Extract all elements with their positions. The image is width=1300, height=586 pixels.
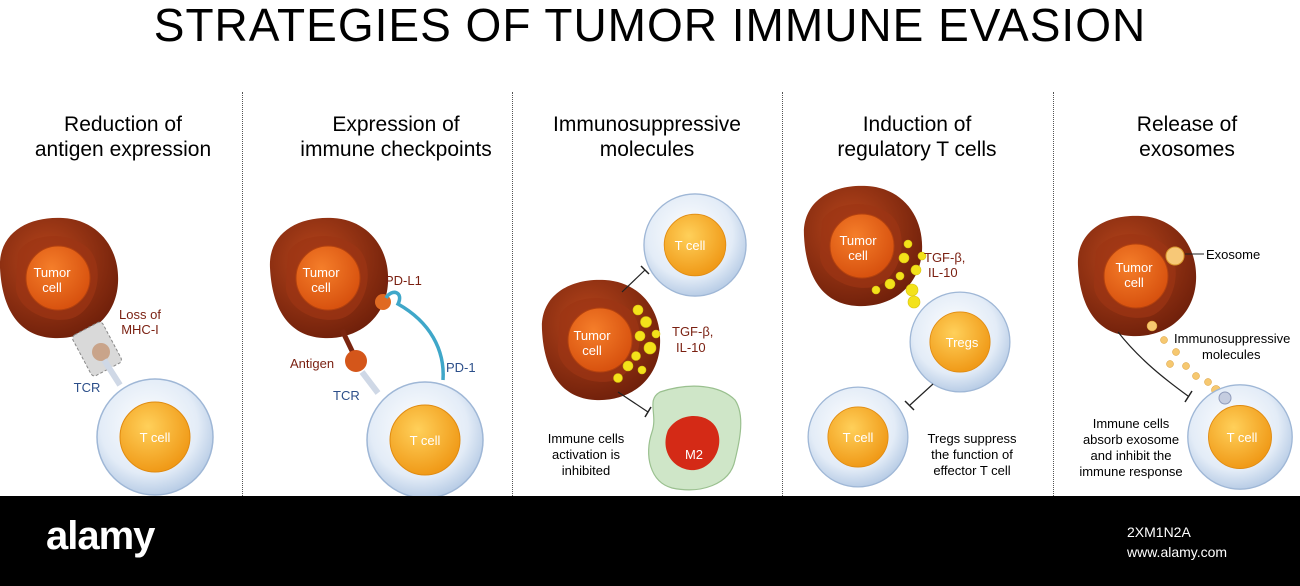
inhibition-arrow (909, 383, 934, 406)
site-url: www.alamy.com (1127, 544, 1228, 560)
activation-note: Immune cells (548, 431, 625, 446)
activation-note: inhibited (562, 463, 610, 478)
panel-divider (782, 92, 783, 496)
tcr-receptor (101, 358, 123, 387)
absorb-note: absorb exosome (1083, 432, 1179, 447)
panel-regulatory-t-cells: Tumor cell Tregs T cell TGF-β, IL-10 Tre… (803, 185, 1017, 488)
pdl1-label: PD-L1 (385, 273, 422, 288)
absorb-note: Immune cells (1093, 416, 1170, 431)
panel-divider (1053, 92, 1054, 496)
absorb-note: immune response (1079, 464, 1182, 479)
inhibition-arrow (617, 391, 649, 413)
inhibition-arrow (621, 269, 646, 293)
exosome-label: Exosome (1206, 247, 1260, 262)
watermark-footer: alamy 2XM1N2A www.alamy.com (0, 496, 1300, 586)
panel-exosomes: Tumor cell T cell Exosome Immunosuppress… (1077, 215, 1293, 490)
loss-mhc-label: MHC-I (121, 322, 159, 337)
tregs-note: the function of (931, 447, 1013, 462)
panel-antigen-reduction: Tumor cell T cell Loss of MHC-I TCR (0, 217, 214, 496)
inhibition-bar (640, 265, 650, 275)
panel-divider (512, 92, 513, 496)
tumor-cell-label: cell (1124, 275, 1144, 290)
t-cell-label: T cell (675, 238, 706, 253)
tgf-label: TGF-β, (924, 250, 965, 265)
cytokine-dots (613, 304, 661, 383)
tumor-cell-label: cell (311, 280, 331, 295)
tumor-cell-label: Tumor (1115, 260, 1153, 275)
tumor-cell-label: Tumor (573, 328, 611, 343)
tcr-label: TCR (333, 388, 360, 403)
tregs-cell-label: Tregs (946, 335, 979, 350)
panel-immunosuppressive-molecules: T cell Tumor cell M2 TGF-β, IL-10 Immune… (541, 193, 747, 491)
tumor-cell-label: cell (42, 280, 62, 295)
t-cell-label: T cell (140, 430, 171, 445)
cytokine-dots (871, 239, 927, 309)
il10-label: IL-10 (928, 265, 958, 280)
tcr-label: TCR (74, 380, 101, 395)
m2-label: M2 (685, 447, 703, 462)
panel-divider (242, 92, 243, 496)
immunosuppressive-label: molecules (1202, 347, 1261, 362)
image-id: 2XM1N2A www.alamy.com (1127, 522, 1227, 562)
t-cell-label: T cell (1227, 430, 1258, 445)
image-id-code: 2XM1N2A (1127, 524, 1191, 540)
il10-label: IL-10 (676, 340, 706, 355)
activation-note: activation is (552, 447, 620, 462)
tumor-cell-label: Tumor (839, 233, 877, 248)
inhibition-bar (1184, 390, 1193, 403)
panel-heading-antigen-reduction: Reduction of antigen expression (34, 113, 212, 161)
tumor-cell-label: cell (848, 248, 868, 263)
tumor-cell-label: Tumor (33, 265, 71, 280)
brand-logo: alamy (46, 514, 155, 558)
tregs-note: Tregs suppress (927, 431, 1017, 446)
inhibition-bar (644, 406, 652, 418)
panel-immune-checkpoints: Tumor cell T cell PD-L1 PD-1 Antigen TCR (269, 217, 484, 496)
tregs-note: effector T cell (933, 463, 1010, 478)
panel-heading-immune-checkpoints: Expression of immune checkpoints (300, 113, 492, 161)
panel-heading-exosomes: Release of exosomes (1136, 113, 1238, 161)
antigen-label: Antigen (290, 356, 334, 371)
inhibition-arrow (1117, 331, 1189, 397)
absorbed-exosome (1218, 391, 1232, 405)
pd1-label: PD-1 (446, 360, 476, 375)
antigen-dot (345, 350, 367, 372)
mhc-remnant (92, 343, 110, 361)
panel-heading-immunosuppressive-molecules: Immunosuppressive molecules (553, 113, 741, 161)
m2-nucleus (665, 415, 720, 471)
pd1-receptor (384, 290, 445, 381)
tcr-receptor (359, 370, 381, 395)
t-cell-label: T cell (410, 433, 441, 448)
diagram-art: Tumor cell T cell Loss of MHC-I TCR Tumo… (0, 185, 1293, 496)
t-cell-label: T cell (843, 430, 874, 445)
tgf-label: TGF-β, (672, 324, 713, 339)
inhibition-bar (904, 400, 915, 411)
absorb-note: and inhibit the (1091, 448, 1172, 463)
tumor-cell-label: cell (582, 343, 602, 358)
tumor-cell-label: Tumor (302, 265, 340, 280)
immunosuppressive-label: Immunosuppressive (1174, 331, 1290, 346)
exosome-vesicle (1165, 246, 1185, 266)
page-title: STRATEGIES OF TUMOR IMMUNE EVASION (153, 0, 1147, 51)
panel-heading-regulatory-t-cells: Induction of regulatory T cells (837, 113, 997, 161)
loss-mhc-label: Loss of (119, 307, 161, 322)
